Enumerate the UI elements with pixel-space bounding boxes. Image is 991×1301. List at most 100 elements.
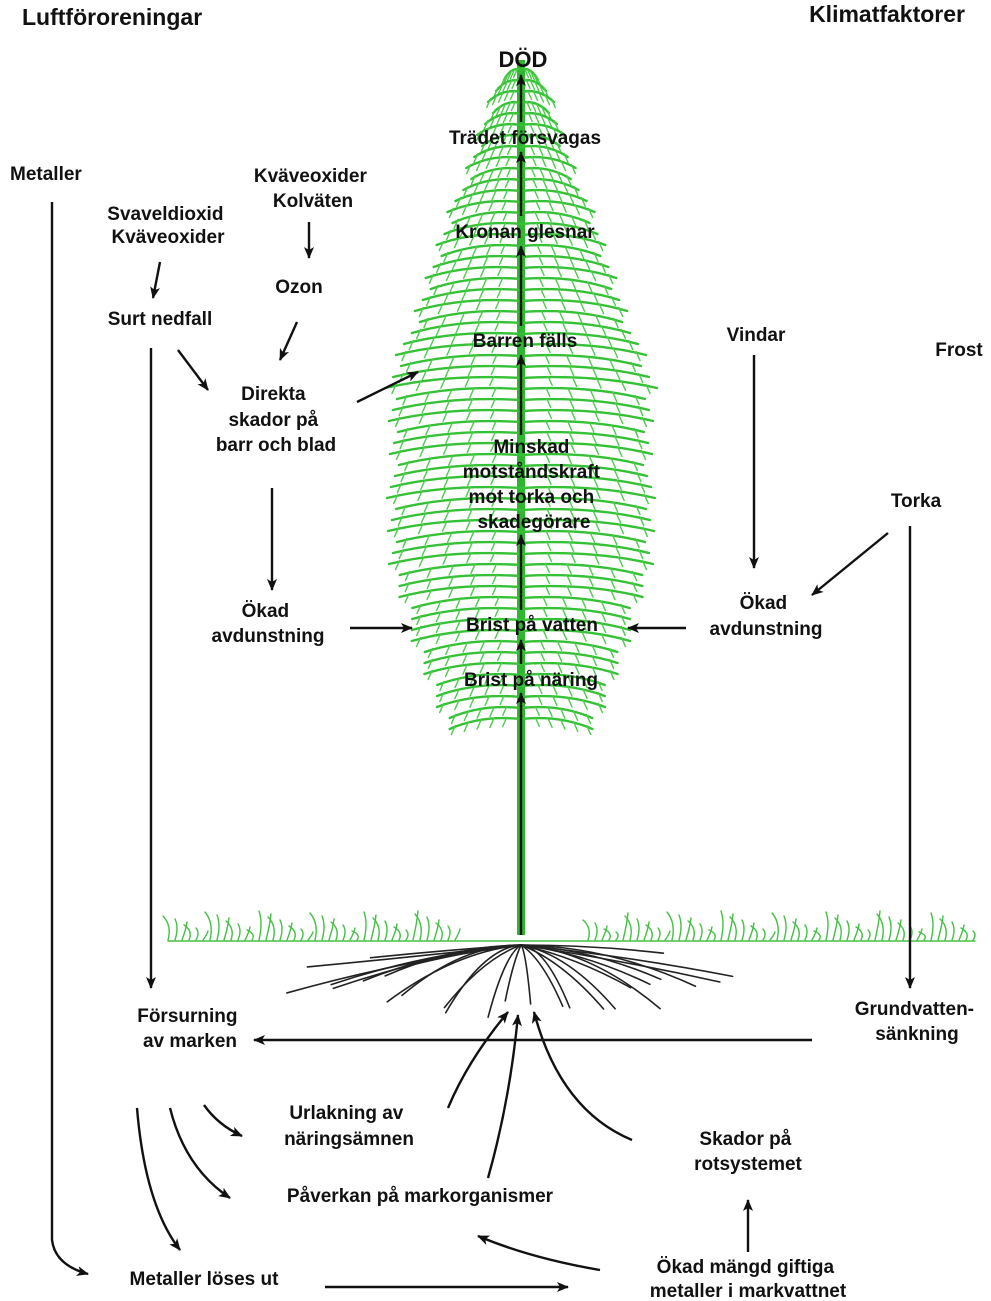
- tree-needle: [471, 355, 475, 364]
- tree-branch: [389, 553, 521, 564]
- tree-branch: [521, 707, 592, 718]
- tree-needle: [456, 599, 460, 608]
- tree-needle: [590, 423, 594, 432]
- tree-branch: [521, 597, 630, 608]
- tree-needle: [467, 410, 471, 419]
- tree-needle: [568, 388, 572, 397]
- grass-blade: [700, 924, 702, 940]
- grass-blade: [973, 931, 975, 940]
- grass-blade: [658, 928, 660, 940]
- grass-blade: [350, 928, 355, 940]
- arrow-forsurning-to-urlakning: [204, 1105, 242, 1136]
- arrow-metaller-to-loses: [52, 202, 88, 1274]
- root-strand: [521, 945, 604, 1009]
- tree-needle: [449, 456, 453, 465]
- tree-branch: [393, 542, 521, 553]
- grass-blade: [763, 929, 765, 940]
- tree-needle: [449, 588, 453, 597]
- tree-needle: [448, 423, 452, 432]
- grass-blade: [665, 931, 670, 940]
- label-paverkan-markorganismer: Påverkan på markorganismer: [287, 1186, 554, 1207]
- tree-needle: [594, 445, 598, 454]
- header-air-pollution: Luftföroreningar: [22, 4, 202, 30]
- tree-needle: [573, 377, 577, 386]
- grass-blade: [245, 927, 250, 940]
- arrow-forsurning-to-metaller: [137, 1108, 180, 1250]
- tree-branch: [521, 410, 653, 421]
- grass-blade: [583, 920, 589, 940]
- grass-blade: [868, 930, 870, 940]
- tree-needle: [570, 366, 574, 375]
- tree-branch: [521, 311, 622, 322]
- label-forsurning: Försurning av marken: [137, 1006, 243, 1052]
- ground-vegetation: [163, 911, 975, 941]
- label-metaller: Metaller: [10, 164, 82, 185]
- label-surt-nedfall: Surt nedfall: [108, 309, 213, 330]
- tree-needle: [571, 410, 575, 419]
- arrow-direkta-to-tree: [357, 372, 418, 402]
- label-metaller-loses-ut: Metaller löses ut: [130, 1269, 280, 1290]
- grass-blade: [238, 924, 240, 940]
- grass-blade: [826, 912, 828, 940]
- tree-needle: [447, 500, 451, 509]
- tree-needle: [582, 324, 586, 333]
- stage-brist-pa-vatten: Brist på vatten: [466, 615, 598, 636]
- tree-needle: [458, 302, 462, 311]
- tree-branch: [521, 377, 657, 388]
- arrow-okad-mangd-to-paverkan: [478, 1236, 600, 1270]
- arrow-surt-to-direkta: [178, 350, 208, 390]
- label-svaveldioxid: Svaveldioxid Kväveoxider: [107, 204, 228, 248]
- arrow-forsurning-to-paverkan: [170, 1108, 230, 1198]
- tree-needle: [443, 412, 447, 421]
- tree-needle: [567, 586, 571, 595]
- tree-needle: [448, 390, 452, 399]
- tree-branch: [425, 641, 521, 652]
- tree-branch: [521, 245, 600, 256]
- tree-needle: [467, 553, 471, 562]
- tree-needle: [567, 355, 571, 364]
- tree-needle: [468, 542, 472, 551]
- tree-needle: [590, 533, 594, 542]
- grass-blade: [163, 916, 169, 940]
- tree-needle: [567, 575, 571, 584]
- label-grundvattensankning: Grundvatten- sänkning: [855, 999, 980, 1045]
- tree-needle: [593, 368, 597, 377]
- tree-needle: [570, 399, 574, 408]
- grass-blade: [343, 925, 345, 940]
- tree-needle: [450, 357, 454, 366]
- tree-branch: [389, 410, 521, 421]
- tree-branch: [426, 267, 521, 278]
- tree-branch: [521, 289, 619, 300]
- tree-branch: [401, 355, 521, 366]
- tree-branch: [431, 278, 521, 289]
- tree-branch: [399, 586, 521, 597]
- tree-branch: [521, 652, 617, 663]
- tree-needle: [445, 368, 449, 377]
- label-okad-avdunstning-right: Ökad avdunstning: [710, 593, 823, 640]
- tree-branch: [400, 575, 521, 586]
- tree-needle: [446, 467, 450, 476]
- tree-needle: [465, 377, 469, 386]
- grass-blade: [616, 932, 618, 940]
- tree-needle: [589, 577, 593, 586]
- grass-blade: [707, 927, 712, 940]
- tree-branch: [521, 267, 616, 278]
- grass-blade: [721, 911, 723, 940]
- tree-branch: [450, 707, 521, 718]
- tree-needle: [446, 434, 450, 443]
- grass-blade: [812, 928, 817, 940]
- label-urlakning: Urlakning av näringsämnen: [284, 1103, 414, 1150]
- stage-tradet-forsvagas: Trädet försvagas: [449, 128, 601, 149]
- grass-blade: [679, 915, 681, 940]
- tree-needle: [441, 379, 445, 388]
- root-system-illustration: [287, 945, 733, 1017]
- label-okad-mangd-metaller: Ökad mängd giftiga metaller i markvattne…: [650, 1257, 847, 1301]
- tree-needle: [589, 588, 593, 597]
- tree-needle: [471, 575, 475, 584]
- label-frost: Frost: [935, 340, 983, 361]
- grass-blade: [217, 915, 219, 940]
- label-vindar: Vindar: [727, 325, 786, 346]
- label-ozon: Ozon: [275, 277, 323, 298]
- tree-branch: [521, 421, 644, 432]
- tree-branch: [425, 652, 521, 663]
